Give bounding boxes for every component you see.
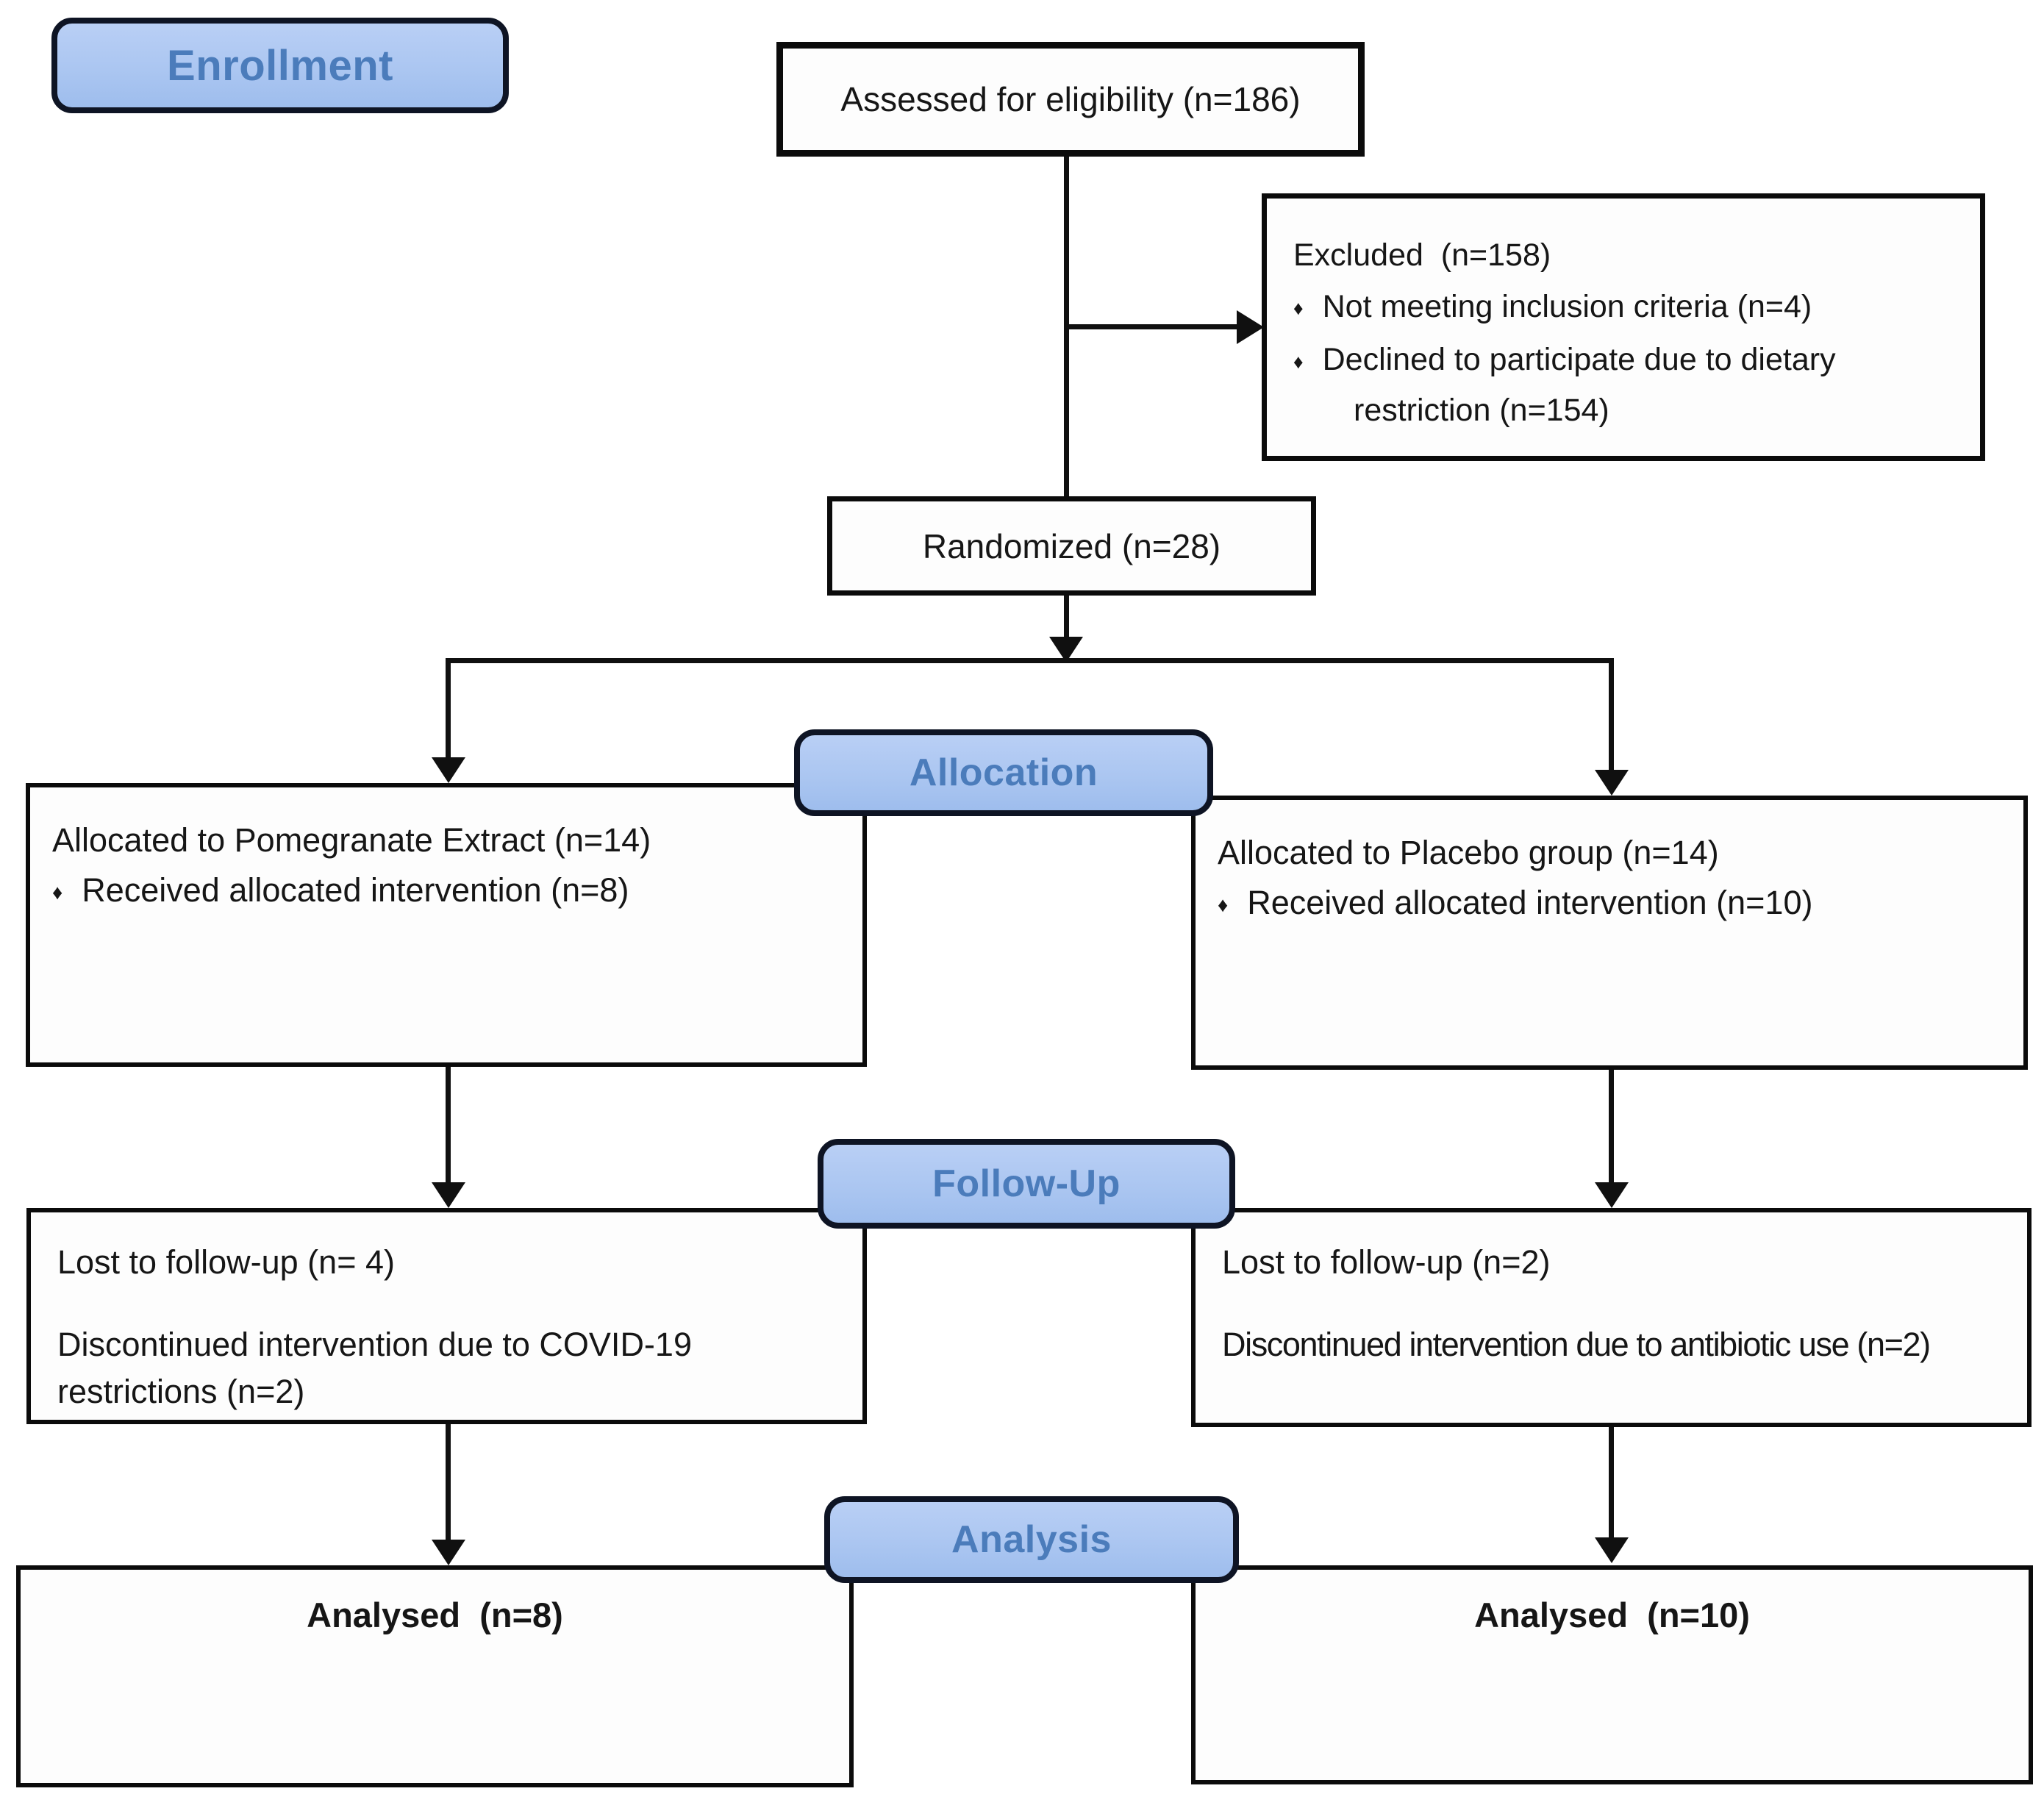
stage-label-allocation-text: Allocation xyxy=(909,751,1098,794)
followup-right-line-2: Discontinued intervention due to antibio… xyxy=(1222,1326,1931,1363)
arrowhead-analysis-right-icon xyxy=(1595,1537,1629,1563)
stage-label-followup-text: Follow-Up xyxy=(932,1162,1121,1205)
excluded-bullet-2-text: Declined to participate due to dietary r… xyxy=(1322,342,1836,428)
arrowhead-followup-left-icon xyxy=(432,1182,465,1208)
stage-label-analysis-text: Analysis xyxy=(951,1518,1112,1561)
connector-randomized-to-split xyxy=(1064,594,1069,641)
allocation-left-bullet: ♦ Received allocated intervention (n=8) xyxy=(52,867,848,916)
analysed-left-text: Analysed (n=8) xyxy=(307,1595,563,1634)
drop-left-to-analysis xyxy=(446,1423,451,1542)
allocation-right-bullet-list: ♦ Received allocated intervention (n=10) xyxy=(1218,879,2009,929)
stage-label-analysis: Analysis xyxy=(824,1496,1239,1583)
followup-right-box: Lost to follow-up (n=2) Discontinued int… xyxy=(1191,1208,2032,1427)
arrowhead-followup-right-icon xyxy=(1595,1182,1629,1208)
followup-left-line-2: Discontinued intervention due to COVID-1… xyxy=(57,1326,692,1410)
excluded-box: Excluded (n=158) ♦ Not meeting inclusion … xyxy=(1262,193,1985,461)
allocation-right-title: Allocated to Placebo group (n=14) xyxy=(1218,834,1719,871)
arrowhead-allocation-left-icon xyxy=(432,757,465,783)
arrowhead-analysis-left-icon xyxy=(432,1540,465,1565)
excluded-bullet-list: ♦ Not meeting inclusion criteria (n=4) ♦ D… xyxy=(1293,282,1961,435)
allocation-left-title: Allocated to Pomegranate Extract (n=14) xyxy=(52,821,651,859)
allocation-right-box: Allocated to Placebo group (n=14) ♦ Recei… xyxy=(1191,796,2028,1070)
drop-right-to-analysis xyxy=(1609,1426,1614,1539)
allocation-left-bullet-text: Received allocated intervention (n=8) xyxy=(82,871,629,909)
diamond-bullet-icon: ♦ xyxy=(1293,350,1304,373)
stage-label-followup: Follow-Up xyxy=(818,1139,1235,1229)
arrowhead-excluded-icon xyxy=(1237,310,1264,344)
randomized-text: Randomized (n=28) xyxy=(922,526,1221,565)
followup-left-line-1: Lost to follow-up (n= 4) xyxy=(57,1243,395,1281)
drop-right-to-followup xyxy=(1609,1068,1614,1184)
excluded-title: Excluded (n=158) xyxy=(1293,237,1551,273)
stage-label-allocation: Allocation xyxy=(794,729,1213,816)
drop-left-to-followup xyxy=(446,1065,451,1184)
assessed-eligibility-text: Assessed for eligibility (n=186) xyxy=(840,80,1301,118)
stage-label-enrollment-text: Enrollment xyxy=(167,41,393,90)
assessed-eligibility-box: Assessed for eligibility (n=186) xyxy=(776,42,1365,157)
allocation-right-bullet: ♦ Received allocated intervention (n=10) xyxy=(1218,879,2009,929)
connector-to-excluded xyxy=(1064,324,1238,329)
diamond-bullet-icon: ♦ xyxy=(1218,893,1229,917)
drop-right-to-allocation xyxy=(1609,658,1614,772)
analysed-right-box: Analysed (n=10) xyxy=(1191,1565,2033,1784)
arrowhead-allocation-right-icon xyxy=(1595,770,1629,796)
diamond-bullet-icon: ♦ xyxy=(52,881,63,904)
allocation-right-bullet-text: Received allocated intervention (n=10) xyxy=(1247,884,1813,921)
analysed-left-box: Analysed (n=8) xyxy=(16,1565,854,1787)
stage-label-enrollment: Enrollment xyxy=(51,18,509,113)
analysed-right-text: Analysed (n=10) xyxy=(1474,1595,1750,1634)
excluded-bullet-2: ♦ Declined to participate due to dietary … xyxy=(1293,335,1961,434)
followup-right-line-1: Lost to follow-up (n=2) xyxy=(1222,1243,1551,1281)
excluded-bullet-1: ♦ Not meeting inclusion criteria (n=4) xyxy=(1293,282,1961,332)
excluded-bullet-1-text: Not meeting inclusion criteria (n=4) xyxy=(1322,289,1812,324)
allocation-left-bullet-list: ♦ Received allocated intervention (n=8) xyxy=(52,867,848,916)
allocation-left-box: Allocated to Pomegranate Extract (n=14) … xyxy=(26,783,867,1067)
drop-left-to-allocation xyxy=(446,658,451,761)
followup-left-box: Lost to follow-up (n= 4) Discontinued in… xyxy=(26,1208,867,1424)
randomized-box: Randomized (n=28) xyxy=(827,496,1316,596)
diamond-bullet-icon: ♦ xyxy=(1293,297,1304,320)
split-line xyxy=(446,658,1614,663)
